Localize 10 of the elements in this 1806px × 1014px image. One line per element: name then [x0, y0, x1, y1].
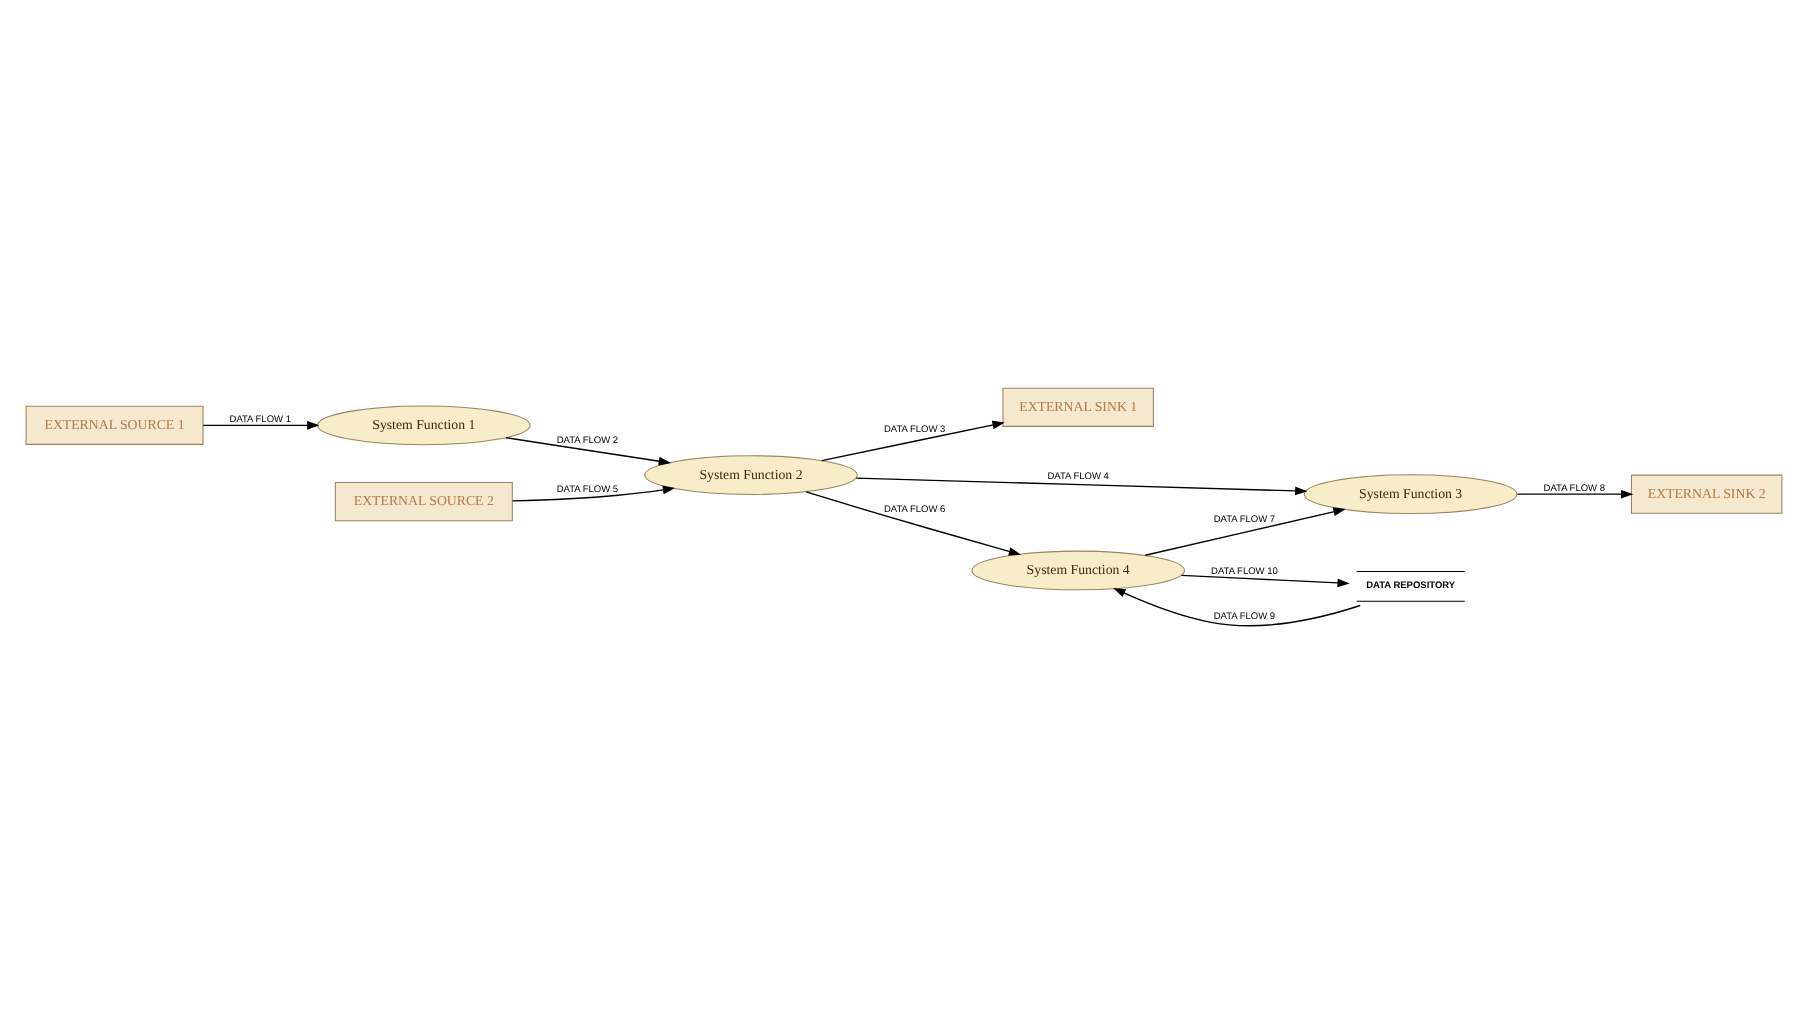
- arrow: [820, 420, 1004, 462]
- arrow: [201, 421, 319, 430]
- arrow: [1112, 587, 1360, 627]
- arrow: [510, 485, 675, 502]
- arrow: [854, 477, 1307, 496]
- arrow: [1179, 574, 1349, 588]
- arrow: [804, 491, 1021, 556]
- arrow: [1143, 507, 1345, 556]
- arrow: [1515, 489, 1633, 499]
- arrow: [504, 437, 670, 466]
